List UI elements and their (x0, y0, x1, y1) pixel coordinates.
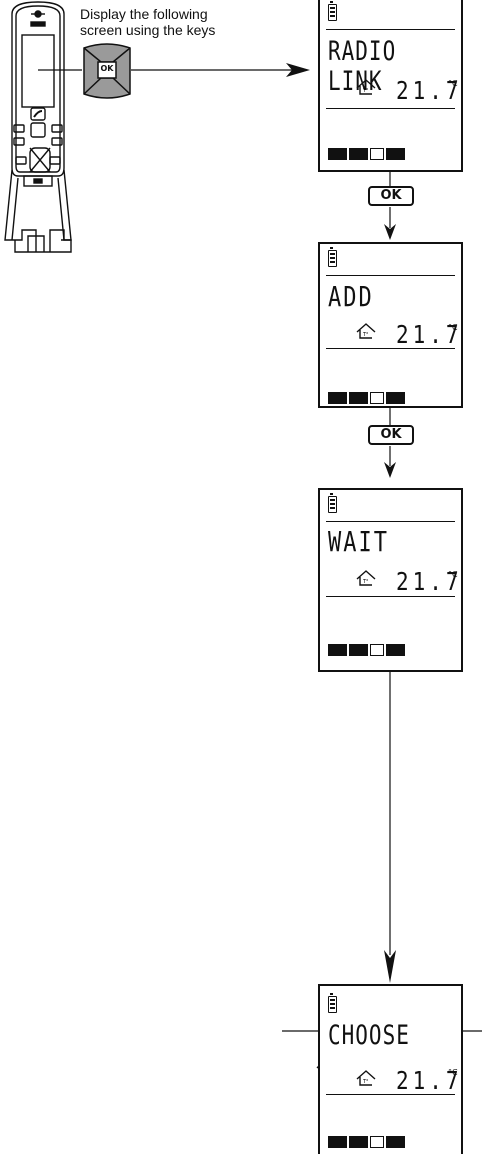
lcd-screen-add: ADD T° 21.7 °C (318, 242, 463, 408)
handset-illustration (4, 1, 72, 253)
divider (326, 29, 455, 30)
divider (326, 521, 455, 522)
temperature-value: 21.7 (396, 1066, 463, 1095)
divider (326, 275, 455, 276)
segment-indicator (328, 644, 405, 656)
temperature-value: 21.7 (396, 320, 463, 349)
lcd-screen-wait: WAIT T° 21.7 °C (318, 488, 463, 672)
screen-text: CHOOSE (328, 1020, 410, 1050)
svg-text:T°: T° (362, 88, 369, 94)
instruction-line-1: Display the following (80, 6, 208, 22)
instruction-line-2: screen using the keys (80, 22, 216, 38)
instruction-text: Display the following screen using the k… (80, 6, 215, 38)
temperature-unit: °C (448, 1068, 458, 1077)
temperature-value: 21.7 (396, 567, 463, 596)
svg-text:T°: T° (362, 1079, 369, 1085)
house-temp-icon: T° (356, 1070, 376, 1090)
lcd-screen-choose: CHOOSE T° 21.7 °C (318, 984, 463, 1154)
temperature-value: 21.7 (396, 76, 463, 105)
temperature-unit: °C (448, 570, 458, 579)
divider (326, 1094, 455, 1095)
battery-icon (328, 493, 337, 513)
temperature-unit: °C (448, 79, 458, 88)
ok-key-pad (83, 43, 131, 99)
svg-text:T°: T° (362, 579, 369, 585)
screen-text: WAIT (328, 527, 389, 559)
battery-icon (328, 1, 337, 21)
house-temp-icon: T° (356, 323, 376, 343)
divider (326, 108, 455, 109)
segment-indicator (328, 148, 405, 160)
ok-key-label: OK (100, 64, 114, 73)
screen-text: ADD (328, 282, 374, 314)
lcd-screen-radio-link: RADIO LINK T° 21.7 °C (318, 0, 463, 172)
ok-button[interactable]: OK (368, 425, 414, 445)
divider (326, 596, 455, 597)
house-temp-icon: T° (356, 79, 376, 99)
battery-icon (328, 247, 337, 267)
screen-text: RADIO LINK (328, 36, 397, 96)
ok-button[interactable]: OK (368, 186, 414, 206)
battery-icon (328, 993, 337, 1013)
segment-indicator (328, 1136, 405, 1148)
svg-text:T°: T° (362, 332, 369, 338)
temperature-unit: °C (448, 323, 458, 332)
segment-indicator (328, 392, 405, 404)
house-temp-icon: T° (356, 570, 376, 590)
divider (326, 348, 455, 349)
